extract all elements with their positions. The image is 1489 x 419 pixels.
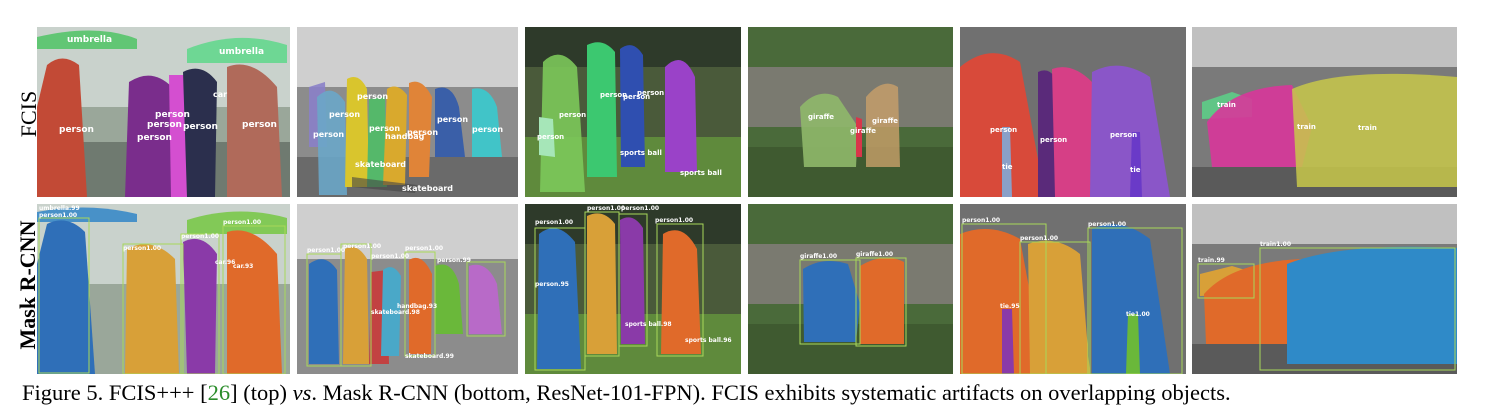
mask-label: person1.00	[535, 219, 573, 226]
mask-rcnn-panel-4: giraffe1.00 giraffe1.00	[748, 204, 953, 374]
fcis-label: sports ball	[680, 169, 722, 177]
fcis-panel-2: person person person person person perso…	[297, 27, 518, 197]
fcis-label: person	[357, 92, 388, 101]
mask-label: car.93	[233, 263, 253, 270]
fcis-label: person	[242, 120, 277, 130]
caption-mid: ] (top)	[230, 380, 293, 405]
mask-label: person1.00	[621, 205, 659, 212]
fcis-label: giraffe	[808, 113, 834, 121]
mask-label: person1.00	[655, 217, 693, 224]
fcis-label: giraffe	[850, 127, 876, 135]
mask-label: tie1.00	[1126, 311, 1150, 318]
mask-label: tie.95	[1000, 303, 1020, 310]
mask-label: person1.00	[405, 245, 443, 252]
mask-rcnn-panel-1: umbrella.99 person1.00 person1.00 person…	[37, 204, 290, 374]
mask-rcnn-panel-6: train1.00 train.99	[1192, 204, 1457, 374]
mask-label: person1.00	[371, 253, 409, 260]
mask-rcnn-panel-3: person1.00 person1.00 person1.00 person1…	[525, 204, 741, 374]
fcis-panel-5: person person person tie tie	[960, 27, 1186, 197]
fcis-label: person	[369, 124, 400, 133]
mask-label: person1.00	[343, 243, 381, 250]
mask-label: person.95	[535, 281, 569, 288]
fcis-label: person	[1110, 131, 1137, 139]
fcis-label: tie	[1002, 163, 1013, 171]
mask-label: person1.00	[962, 217, 1000, 224]
fcis-label: car	[213, 90, 227, 99]
fcis-label: person	[155, 110, 190, 120]
fcis-label: umbrella	[67, 35, 112, 45]
fcis-label: person	[437, 115, 468, 124]
fcis-label: person	[147, 120, 182, 130]
fcis-label: person	[559, 111, 586, 119]
fcis-label: person	[1040, 136, 1067, 144]
fcis-label: person	[329, 110, 360, 119]
fcis-label: train	[1297, 123, 1316, 131]
mask-label: person1.00	[307, 247, 345, 254]
fcis-label: person	[313, 130, 344, 139]
mask-label: person1.00	[1088, 221, 1126, 228]
fcis-panel-6: train train train	[1192, 27, 1457, 197]
mask-label: person.99	[437, 257, 471, 264]
fcis-label: handbag	[385, 132, 425, 141]
mask-label: skateboard.99	[405, 353, 454, 360]
mask-label: sports ball.98	[625, 321, 672, 328]
fcis-label: tie	[1130, 166, 1141, 174]
fcis-label: person	[637, 89, 664, 97]
mask-label: sports ball.96	[685, 337, 732, 344]
fcis-label: skateboard	[355, 160, 406, 169]
fcis-label: sports ball	[620, 149, 662, 157]
mask-rcnn-panel-5: person1.00 person1.00 person1.00 tie.95 …	[960, 204, 1186, 374]
fcis-label: giraffe	[872, 117, 898, 125]
mask-label: umbrella.99	[39, 205, 80, 212]
figure-caption: Figure 5. FCIS+++ [26] (top) vs. Mask R-…	[22, 380, 1482, 406]
fcis-label: train	[1358, 124, 1377, 132]
fcis-panel-4: giraffe giraffe giraffe	[748, 27, 953, 197]
mask-label: handbag.93	[397, 303, 437, 310]
fcis-label: person	[600, 91, 627, 99]
mask-label: person1.00	[1020, 235, 1058, 242]
mask-label: person1.00	[223, 219, 261, 226]
mask-label: person1.00	[587, 205, 625, 212]
caption-rest: . Mask R-CNN (bottom, ResNet-101-FPN). F…	[311, 380, 1231, 405]
citation-link[interactable]: 26	[207, 380, 231, 405]
mask-label: person1.00	[39, 212, 77, 219]
caption-vs: vs	[292, 380, 312, 405]
mask-label: skateboard.98	[371, 309, 420, 316]
mask-label: person1.00	[123, 245, 161, 252]
mask-label: giraffe1.00	[856, 251, 893, 258]
fcis-label: person	[472, 125, 503, 134]
fcis-label: person	[407, 128, 438, 137]
fcis-label: skateboard	[402, 184, 453, 193]
mask-label: train1.00	[1260, 241, 1291, 248]
mask-label: car.96	[215, 259, 235, 266]
fcis-label: train	[1217, 101, 1236, 109]
mask-label: person1.00	[181, 233, 219, 240]
fcis-panel-3: person person person person person sport…	[525, 27, 741, 197]
caption-prefix: Figure 5. FCIS+++ [	[22, 380, 208, 405]
fcis-label: person	[183, 122, 218, 132]
mask-rcnn-panel-2: person1.00 person1.00 person1.00 person1…	[297, 204, 518, 374]
fcis-label: person	[59, 125, 94, 135]
fcis-panel-1: umbrella umbrella person person person p…	[37, 27, 290, 197]
fcis-label: person	[537, 133, 564, 141]
fcis-label: umbrella	[219, 47, 264, 57]
fcis-label: person	[137, 133, 172, 143]
fcis-label: person	[623, 93, 650, 101]
mask-label: giraffe1.00	[800, 253, 837, 260]
mask-label: train.99	[1198, 257, 1225, 264]
fcis-label: person	[990, 126, 1017, 134]
